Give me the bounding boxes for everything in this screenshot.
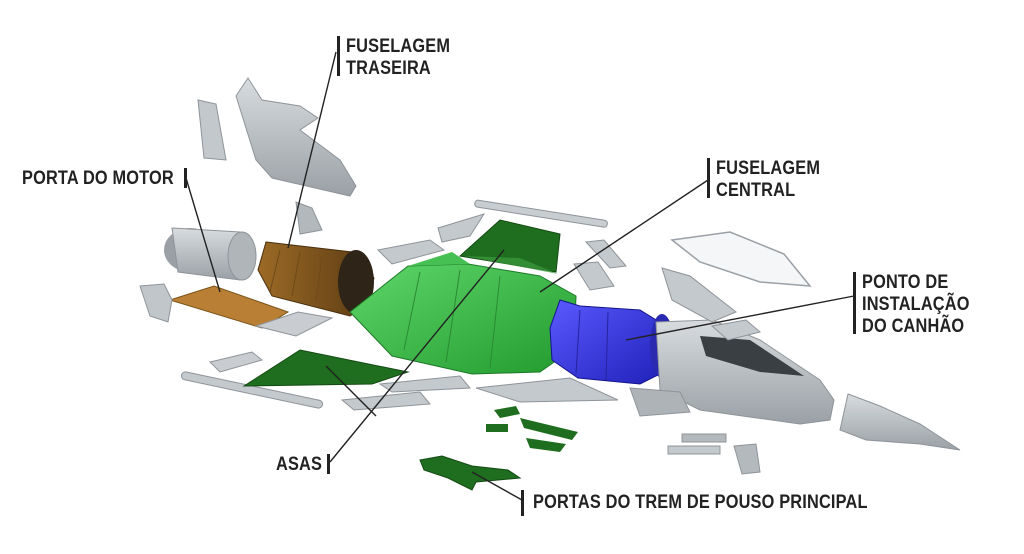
misc-gray-parts-right bbox=[668, 434, 760, 474]
main-landing-gear-doors bbox=[420, 406, 578, 490]
gun-mount-section bbox=[550, 300, 674, 384]
label-bar bbox=[707, 158, 710, 198]
engine-nozzle bbox=[164, 228, 256, 280]
label-portas-trem-de-pouso: PORTAS DO TREM DE POUSO PRINCIPAL bbox=[533, 492, 868, 514]
label-bar bbox=[337, 36, 340, 76]
rear-fuselage bbox=[258, 242, 374, 316]
label-bar bbox=[184, 168, 187, 188]
label-porta-do-motor: PORTA DO MOTOR bbox=[22, 168, 174, 190]
label-bar bbox=[521, 490, 524, 516]
label-asas: ASAS bbox=[276, 454, 322, 476]
tail-fin bbox=[198, 78, 356, 234]
label-fuselagem-traseira: FUSELAGEM TRASEIRA bbox=[346, 36, 450, 80]
label-fuselagem-central: FUSELAGEM CENTRAL bbox=[716, 158, 820, 202]
label-bar bbox=[327, 454, 330, 474]
forward-fuselage bbox=[630, 268, 834, 424]
lower-wing bbox=[244, 350, 408, 386]
nose-cone bbox=[840, 394, 960, 450]
label-ponto-instalacao-canhao: PONTO DE INSTALAÇÃO DO CANHÃO bbox=[862, 272, 970, 338]
label-bar bbox=[853, 272, 856, 334]
